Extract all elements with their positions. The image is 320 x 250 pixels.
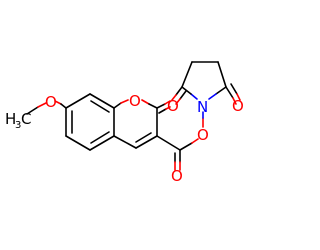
bond-o-ring: [60, 103, 67, 109]
bond-ester-o-red: [191, 138, 199, 144]
methyl-h-label: H: [5, 110, 16, 128]
lactone-carbonyl-o-label: O: [167, 97, 179, 115]
bond-c-right-o-1: [225, 86, 234, 99]
bond-pyr-c8a-o: [113, 102, 122, 109]
bond-c-left-o-2-red: [175, 98, 181, 105]
bond-c-left-ch2: [181, 61, 193, 88]
atom-labels: H 3 C O O O N O O O: [5, 92, 244, 185]
bond-benz-3: [89, 135, 115, 151]
bond-benz-3-inner: [90, 131, 110, 144]
bond-benz-2: [65, 135, 91, 151]
bond-c-right-o-2: [230, 83, 238, 95]
bond-c3-ester: [156, 135, 181, 151]
methyl-subscript-label: 3: [15, 120, 21, 131]
bond-c-left-o-1: [175, 86, 183, 96]
bond-c-left-o-1-red: [171, 94, 177, 101]
bond-c2-o-1: [156, 103, 166, 109]
bond-ch2-c-right: [217, 61, 227, 88]
imide-n-label: N: [197, 98, 208, 116]
bond-benz-5: [89, 93, 115, 109]
bond-pyr-c8a-o-red: [120, 99, 129, 104]
bond-o-ring-red: [54, 100, 62, 105]
bond-c2-o-1-red: [164, 100, 171, 105]
bond-pyr-c3-c4: [135, 135, 158, 149]
bond-c-right-o-2-red: [236, 93, 241, 101]
bond-methyl-o-red: [37, 102, 47, 108]
methyl-c-label: C: [21, 110, 31, 128]
bond-methyl-o: [26, 106, 39, 115]
bond-benz-6: [65, 93, 91, 109]
methoxy-o-label: O: [45, 93, 57, 111]
ester-o-label: O: [197, 126, 209, 144]
bond-pyr-o-c2: [148, 103, 158, 109]
bond-benz-5-inner: [90, 100, 110, 113]
bond-pyr-o-c2-red: [141, 99, 150, 105]
bond-pyr-c4-c4a: [113, 135, 137, 149]
bond-network: [26, 61, 241, 171]
bond-c-left-o-2: [179, 90, 187, 100]
bond-n-c-left-blue: [190, 93, 198, 100]
molecule-structure-diagram: H 3 C O O O N O O O: [5, 61, 244, 185]
bond-pyr-c3-c4-inner: [135, 132, 152, 143]
ester-carbonyl-o-label: O: [171, 167, 183, 185]
bond-c-right-n: [215, 86, 227, 95]
bond-ester-o: [179, 142, 193, 151]
ring-o-label: O: [129, 92, 141, 110]
bond-c-right-o-1-red: [232, 97, 237, 105]
bond-c-right-n-blue: [208, 93, 217, 100]
imide-carbonyl-o-right-label: O: [232, 97, 244, 115]
bond-c2-o-2-red: [165, 106, 171, 110]
bond-c2-o-2: [158, 108, 167, 114]
